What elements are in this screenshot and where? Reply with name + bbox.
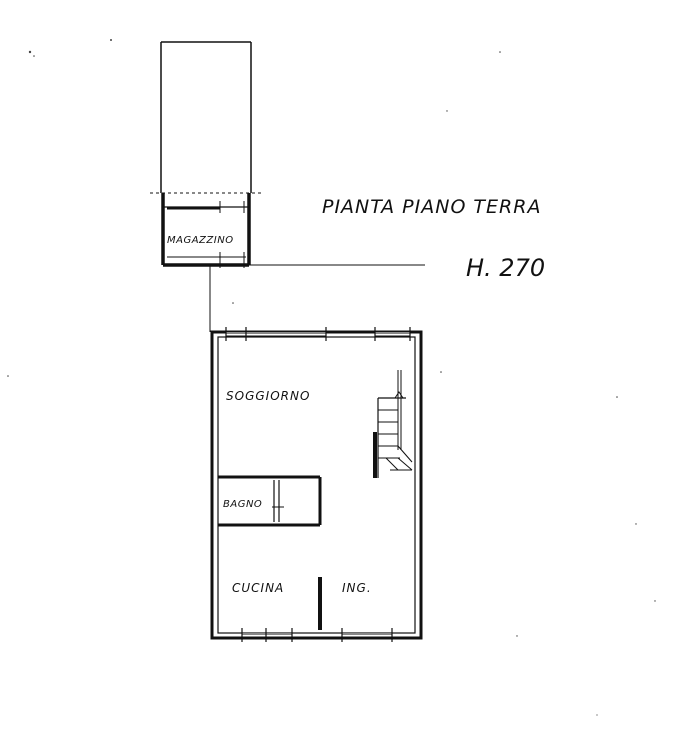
ceiling-height: H. 270 <box>466 254 545 282</box>
scan-specks <box>7 39 656 716</box>
bottom-openings <box>241 628 393 642</box>
bathroom <box>218 475 322 527</box>
garage-outline <box>150 41 262 194</box>
plan-title: PIANTA PIANO TERRA <box>322 196 541 218</box>
room-label-storage: MAGAZZINO <box>167 235 234 246</box>
staircase <box>373 370 413 478</box>
room-label-bathroom: BAGNO <box>223 499 262 510</box>
storage-room <box>161 193 251 268</box>
boundary-lines <box>209 264 425 332</box>
top-windows <box>225 327 411 341</box>
room-label-entrance: ING. <box>342 581 372 595</box>
room-label-living: SOGGIORNO <box>226 389 310 403</box>
room-label-kitchen: CUCINA <box>232 581 284 595</box>
